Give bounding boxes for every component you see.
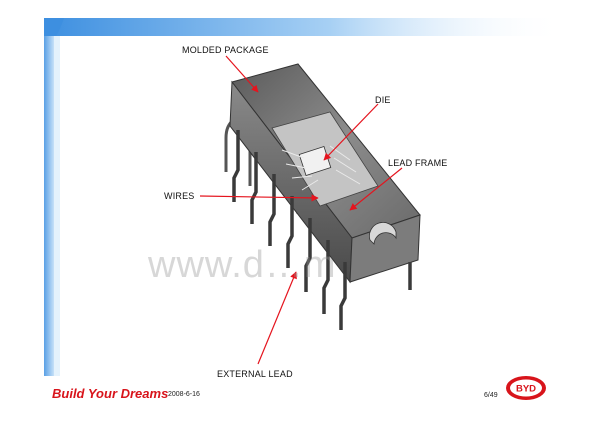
- footer-date: 2008-6-16: [168, 391, 200, 398]
- dip-chip-illustration: [224, 63, 421, 330]
- header-band: [44, 18, 564, 36]
- footer-tagline: Build Your Dreams: [52, 386, 169, 401]
- arrow-molded-package: [225, 55, 259, 93]
- label-die: DIE: [375, 95, 391, 105]
- byd-logo: BYD: [506, 376, 546, 400]
- watermark: www.d…m: [148, 244, 337, 286]
- label-external-lead: EXTERNAL LEAD: [217, 369, 293, 379]
- label-lead-frame: LEAD FRAME: [388, 158, 448, 168]
- arrow-external-lead: [257, 271, 297, 365]
- arrow-lead-frame: [349, 167, 403, 211]
- wire-lines: [281, 145, 361, 191]
- label-molded-package: MOLDED PACKAGE: [182, 45, 269, 55]
- left-side-band: [44, 36, 60, 376]
- label-wires: WIRES: [164, 191, 195, 201]
- byd-logo-text: BYD: [516, 384, 536, 395]
- callout-arrows: [199, 55, 403, 365]
- front-leads: [232, 130, 412, 330]
- arrow-die: [323, 103, 379, 161]
- footer-page-number: 6/49: [484, 392, 498, 399]
- arrow-wires: [199, 194, 319, 202]
